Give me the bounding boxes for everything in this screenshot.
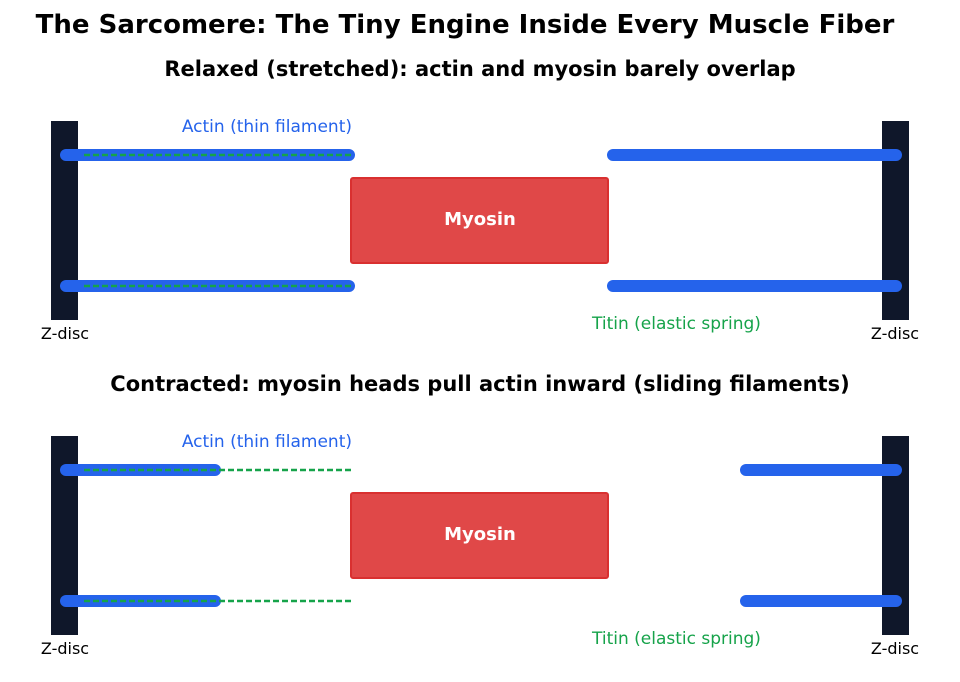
titin-label: Titin (elastic spring)	[591, 629, 761, 649]
diagram-title: The Sarcomere: The Tiny Engine Inside Ev…	[35, 10, 895, 40]
actin-label: Actin (thin filament)	[182, 432, 352, 452]
z-disc-left-label: Z-disc	[41, 639, 89, 658]
contracted-heading: Contracted: myosin heads pull actin inwa…	[110, 372, 850, 396]
contracted-sarcomere: Myosin Actin (thin filament) Titin (elas…	[41, 432, 919, 658]
titin-label: Titin (elastic spring)	[591, 314, 761, 334]
actin-label: Actin (thin filament)	[182, 117, 352, 137]
myosin-filament	[350, 492, 609, 579]
z-disc-right-label: Z-disc	[871, 324, 919, 343]
myosin-label: Myosin	[444, 209, 516, 230]
z-disc-left-label: Z-disc	[41, 324, 89, 343]
z-disc-right-label: Z-disc	[871, 639, 919, 658]
myosin-label: Myosin	[444, 524, 516, 545]
relaxed-heading: Relaxed (stretched): actin and myosin ba…	[164, 57, 796, 81]
myosin-filament	[350, 177, 609, 264]
relaxed-sarcomere: Myosin Actin (thin filament) Titin (elas…	[41, 117, 919, 343]
